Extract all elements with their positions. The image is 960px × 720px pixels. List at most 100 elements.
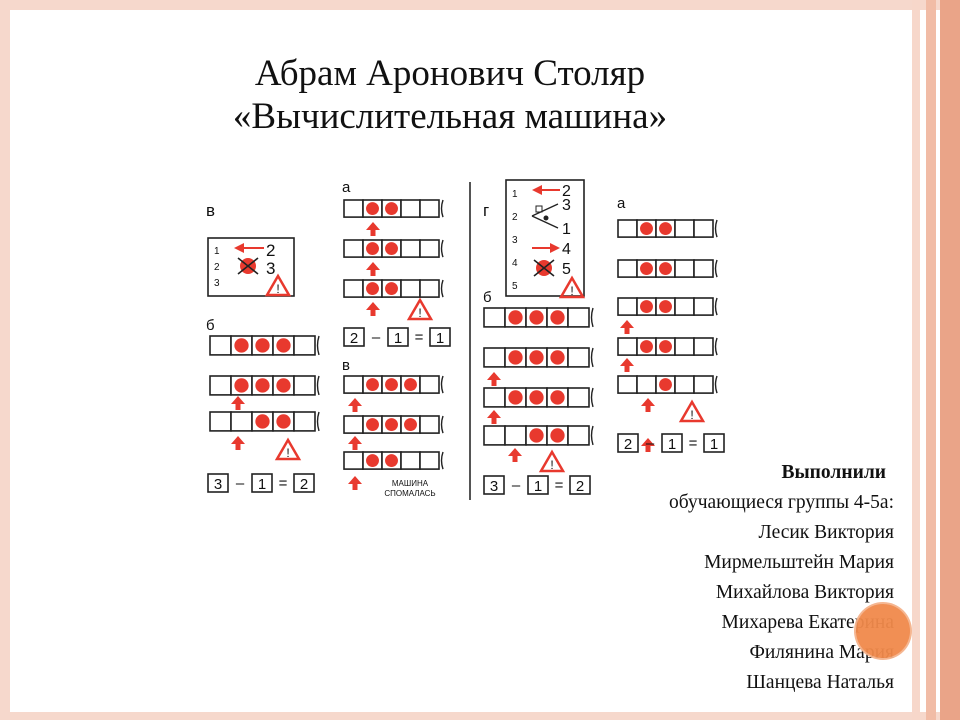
up-arrow-icon (641, 438, 655, 446)
tape-row (483, 387, 594, 408)
tape-edge (590, 307, 594, 328)
equation-term: 1 (436, 330, 444, 347)
equation-term: 2 (576, 478, 584, 495)
credit-name: Мирмельштейн Мария (704, 552, 894, 573)
equation-box (569, 475, 591, 495)
equation-box (343, 327, 365, 347)
counter-dot (508, 310, 523, 325)
up-arrow-icon (352, 483, 358, 490)
equation-operator: – (512, 477, 521, 494)
counter-dot (366, 378, 379, 392)
counter-dot (255, 338, 270, 353)
tape-edge (440, 375, 444, 394)
tape-edge (714, 219, 718, 238)
equation-box (483, 475, 505, 495)
tape-edge (714, 337, 718, 356)
tape-row (209, 335, 320, 356)
warning-icon (274, 437, 302, 461)
counter-dot (385, 454, 398, 468)
tape-cell (636, 375, 657, 394)
tape-cell (693, 375, 714, 394)
up-arrow-icon (620, 358, 634, 366)
counter-dot (255, 414, 270, 429)
branch-arrow-icon (531, 203, 559, 229)
tape-cell (504, 425, 527, 446)
equation-box (387, 327, 409, 347)
counter-dot (385, 202, 398, 216)
control-box-number: 5 (562, 261, 571, 278)
up-arrow-icon (352, 443, 358, 450)
counter-dot (234, 378, 249, 393)
point-marker (543, 215, 549, 221)
counter-dot (276, 338, 291, 353)
warning-icon (678, 399, 706, 423)
tape-cell (674, 297, 695, 316)
tape-cell (567, 425, 590, 446)
tape-cell (674, 219, 695, 238)
counter-dot (508, 390, 523, 405)
cross-icon (237, 257, 259, 275)
up-arrow-icon (366, 262, 380, 270)
counter-dot (659, 300, 672, 314)
equation: 3–1=2 (207, 473, 315, 493)
warning-icon (264, 273, 292, 297)
equation-term: 3 (214, 476, 222, 493)
tape-row (343, 451, 444, 470)
credit-name: Михайлова Виктория (715, 582, 894, 603)
left-arrow-icon (234, 243, 244, 253)
tape-cell (343, 415, 364, 434)
up-arrow-icon (370, 269, 376, 276)
up-arrow-icon (366, 302, 380, 310)
equation-box (617, 433, 639, 453)
up-arrow-icon (487, 372, 501, 380)
tape-cell (343, 375, 364, 394)
up-arrow-icon (231, 436, 245, 444)
credit-name: Шанцева Наталья (746, 672, 894, 693)
control-box-row-number: 5 (512, 281, 518, 292)
tape-row (617, 375, 718, 394)
counter-dot (385, 418, 398, 432)
tape-cell (400, 199, 421, 218)
tape-edge (316, 335, 320, 356)
up-arrow-icon (370, 309, 376, 316)
panel-letter-v: в (206, 201, 215, 220)
counter-dot (529, 310, 544, 325)
tape-cell (400, 451, 421, 470)
tape-cell (483, 347, 506, 368)
tape-cell (617, 375, 638, 394)
equation-box (527, 475, 549, 495)
tape-cell (293, 375, 316, 396)
counter-dot (550, 428, 565, 443)
credit-name: Филянина Мария (749, 642, 894, 663)
equation-box (661, 433, 683, 453)
warning-icon: ! (570, 284, 573, 298)
equation-operator: = (689, 435, 698, 452)
tape-cell (419, 375, 440, 394)
equation-term: 1 (394, 330, 402, 347)
control-box-number: 1 (562, 221, 571, 238)
tape-cell (400, 239, 421, 258)
tape-edge (714, 375, 718, 394)
counter-dot (659, 378, 672, 392)
tape-row (209, 411, 320, 432)
tape-cell (293, 335, 316, 356)
warning-icon (406, 297, 434, 321)
counter-dot (529, 390, 544, 405)
counter-dot (550, 310, 565, 325)
equation-box (207, 473, 229, 493)
control-box-row-number: 2 (214, 262, 220, 273)
up-arrow-icon (620, 320, 634, 328)
equation-term: 2 (624, 436, 632, 453)
tape-cell (400, 279, 421, 298)
tape-row (483, 425, 594, 446)
counter-dot (659, 262, 672, 276)
counter-dot (366, 242, 379, 256)
equation-box (703, 433, 725, 453)
counter-dot (385, 282, 398, 296)
slide-title: Абрам Аронович Столяр «Вычислительная ма… (0, 52, 960, 138)
up-arrow-icon (641, 398, 655, 406)
tape-row (483, 347, 594, 368)
counter-dot (640, 340, 653, 354)
counter-dot (529, 350, 544, 365)
panel-letter-b: б (483, 289, 492, 306)
